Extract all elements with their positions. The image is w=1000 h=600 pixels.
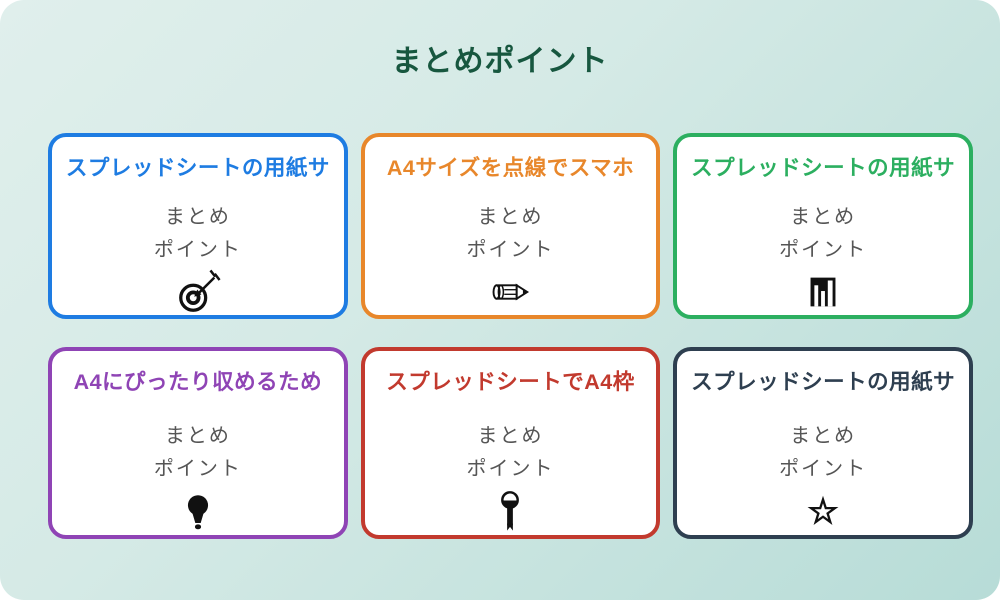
card-body-line-2: ポイント bbox=[153, 239, 242, 261]
card-title: A4にぴったり収めるため bbox=[73, 370, 323, 394]
card-title: A4サイズを点線でスマホ bbox=[386, 156, 635, 177]
card-body-line-2: ポイント bbox=[779, 458, 868, 480]
pencil-icon bbox=[487, 269, 533, 315]
card-body: まとめ ポイント bbox=[466, 420, 554, 486]
summary-card-6: スプレッドシートの用紙サ まとめ ポイント bbox=[673, 347, 973, 539]
summary-card-4: A4にぴったり収めるため まとめ ポイント bbox=[48, 347, 348, 539]
summary-card-3: スプレッドシートの用紙サ まとめ ポイント bbox=[673, 133, 973, 319]
dart-target-icon bbox=[175, 269, 221, 315]
key-icon bbox=[487, 488, 533, 534]
summary-card-1: スプレッドシートの用紙サ まとめ ポイント bbox=[48, 133, 348, 319]
card-body-line-2: ポイント bbox=[466, 239, 555, 261]
card-title: スプレッドシートの用紙サ bbox=[65, 156, 330, 177]
card-body: まとめ ポイント bbox=[466, 201, 554, 267]
card-title: スプレッドシートの用紙サ bbox=[691, 156, 956, 177]
card-body-line-2: ポイント bbox=[153, 458, 242, 480]
card-body: まとめ ポイント bbox=[154, 420, 242, 486]
card-body: まとめ ポイント bbox=[779, 420, 867, 486]
card-body-line-1: まとめ bbox=[164, 425, 231, 447]
card-body: まとめ ポイント bbox=[779, 201, 867, 267]
card-body-line-1: まとめ bbox=[477, 425, 544, 447]
card-title: スプレッドシートでA4枠 bbox=[386, 370, 635, 394]
lightbulb-icon bbox=[175, 488, 221, 534]
star-icon bbox=[800, 488, 846, 534]
card-body-line-2: ポイント bbox=[466, 458, 555, 480]
bar-chart-icon bbox=[800, 269, 846, 315]
summary-card-2: A4サイズを点線でスマホ まとめ ポイント bbox=[360, 133, 661, 319]
card-title: スプレッドシートの用紙サ bbox=[691, 370, 956, 394]
card-body: まとめ ポイント bbox=[154, 201, 242, 267]
card-body-line-1: まとめ bbox=[790, 206, 857, 228]
summary-card-5: スプレッドシートでA4枠 まとめ ポイント bbox=[360, 347, 661, 539]
card-body-line-1: まとめ bbox=[164, 206, 231, 228]
card-body-line-2: ポイント bbox=[779, 239, 868, 261]
page-title: まとめポイント bbox=[391, 45, 609, 78]
card-body-line-1: まとめ bbox=[477, 206, 544, 228]
cards-grid: スプレッドシートの用紙サ まとめ ポイント A4サイズを点線でスマホ bbox=[48, 133, 973, 539]
card-body-line-1: まとめ bbox=[790, 425, 857, 447]
